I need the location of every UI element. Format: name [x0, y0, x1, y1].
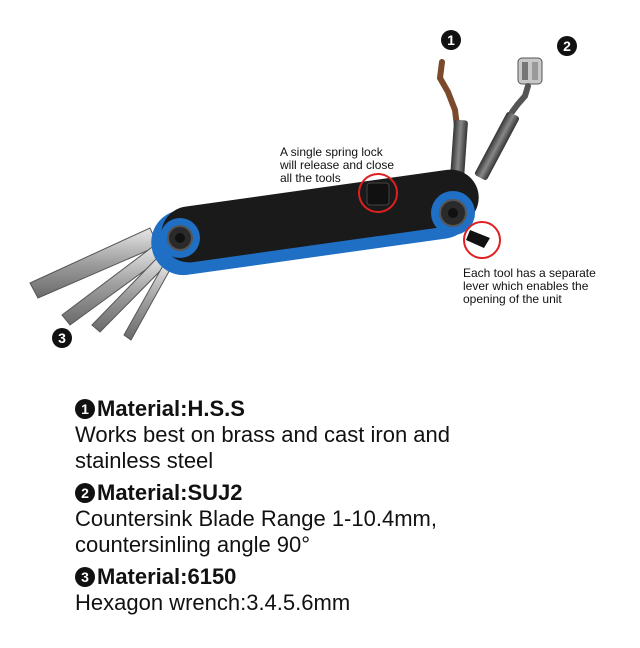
spec-line: Countersink Blade Range 1-10.4mm,	[75, 506, 437, 531]
marker-2: 2	[557, 36, 577, 56]
callout-line: lever which enables the	[463, 279, 589, 293]
lever-callout: Each tool has a separate lever which ena…	[463, 267, 596, 306]
spec-line: Works best on brass and cast iron and	[75, 422, 451, 447]
spec-line: stainless steel	[75, 448, 214, 473]
spec-line: countersinling angle 90°	[75, 532, 311, 557]
multitool-illustration	[29, 57, 543, 341]
spring-lock-callout: A single spring lock will release and cl…	[280, 146, 394, 185]
spec-title: Material:6150	[97, 564, 237, 589]
hex-wrenches	[29, 227, 173, 341]
callout-line: all the tools	[280, 171, 341, 185]
countersink-bit	[474, 57, 543, 181]
number-badge: 1	[75, 399, 95, 419]
number-badge: 3	[75, 567, 95, 587]
marker-1: 1	[441, 30, 461, 50]
callout-line: A single spring lock	[280, 145, 383, 159]
lever-ring	[463, 221, 501, 259]
callout-line: opening of the unit	[463, 292, 562, 306]
marker-3: 3	[52, 328, 72, 348]
spec-title: Material:SUJ2	[97, 480, 243, 505]
spec-title: Material:H.S.S	[97, 396, 245, 421]
spring-lock-ring	[358, 173, 398, 213]
deburring-blade	[436, 59, 468, 183]
spec-line: Hexagon wrench:3.4.5.6mm	[75, 590, 351, 615]
callout-line: Each tool has a separate	[463, 266, 596, 280]
number-badge: 2	[75, 483, 95, 503]
tool-handle	[151, 169, 490, 276]
callout-line: will release and close	[280, 158, 395, 172]
